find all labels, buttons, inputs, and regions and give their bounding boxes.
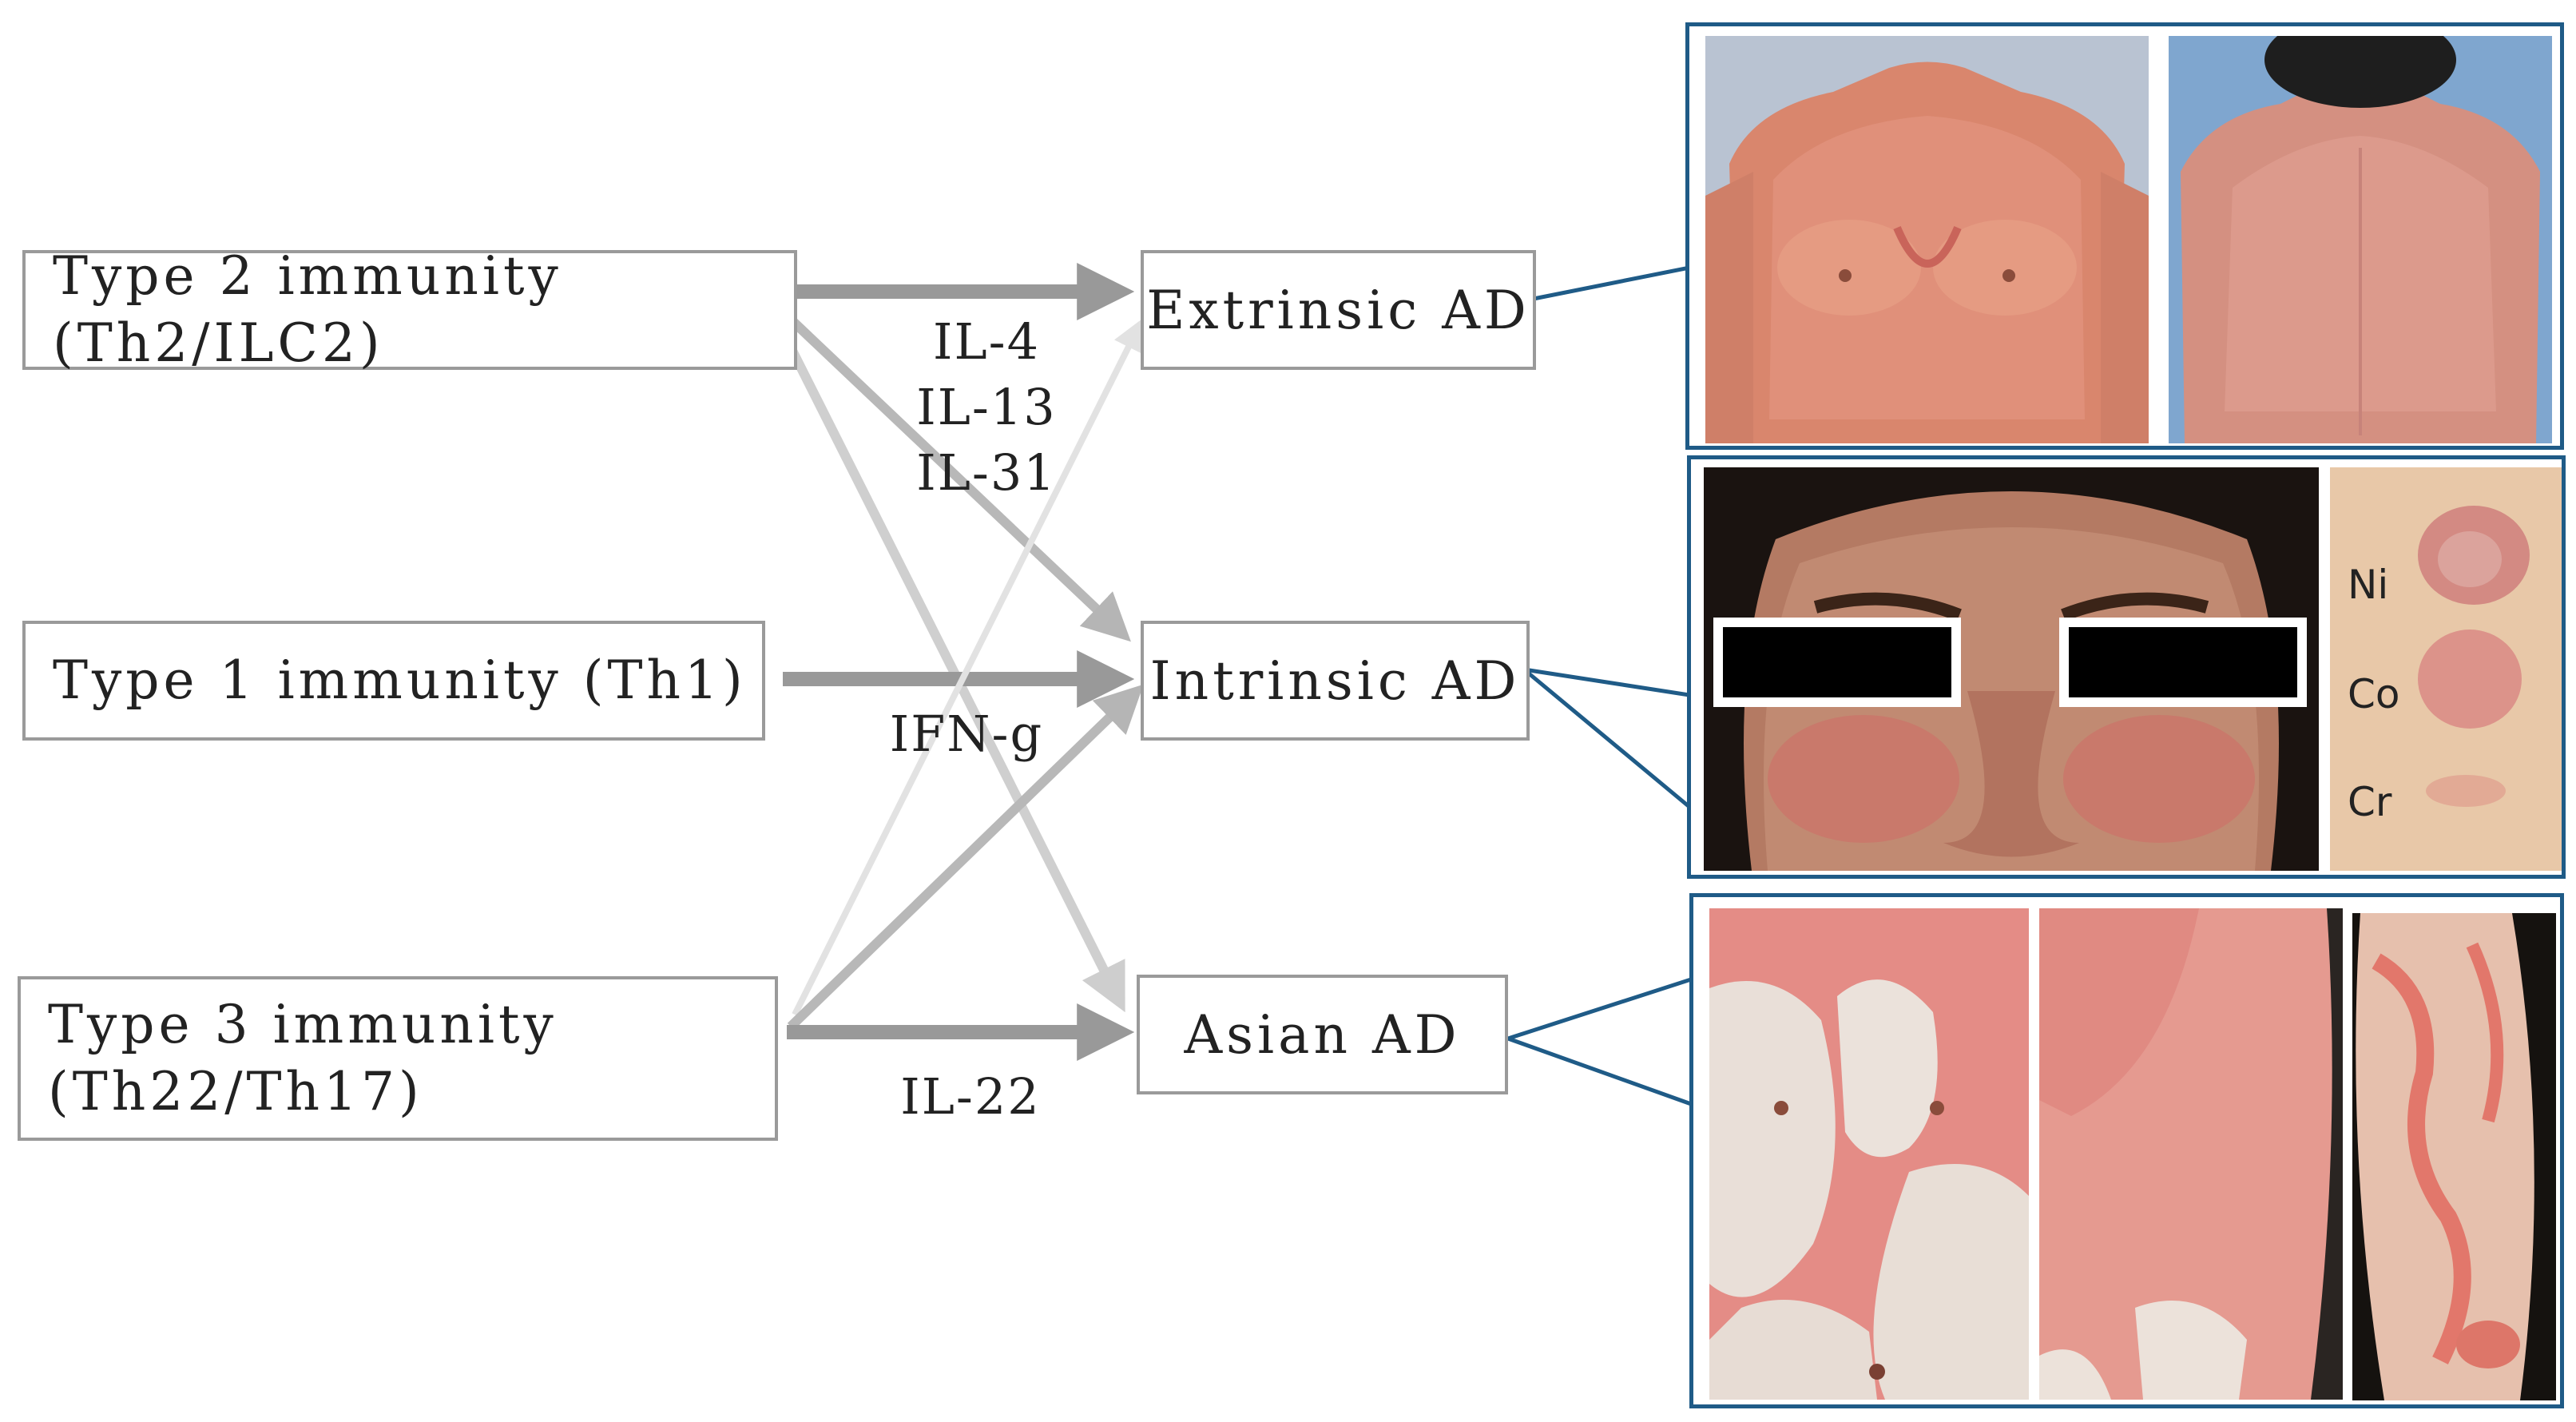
asian-photo-panel	[1689, 893, 2564, 1408]
cytokine-il31: IL-31	[916, 443, 1057, 502]
asian-ad-box: Asian AD	[1137, 975, 1508, 1094]
chest-photo-image	[1705, 36, 2149, 443]
type3-immunity-line2: (Th22/Th17)	[48, 1061, 423, 1122]
callout-asian-low	[1507, 1036, 1694, 1107]
back-lesion-photo	[2039, 908, 2343, 1400]
type2-immunity-box: Type 2 immunity (Th2/ILC2)	[22, 245, 797, 374]
patch-test-image	[2330, 467, 2562, 871]
arm-lesion-image	[2352, 913, 2556, 1400]
cytokine-ifng: IFN-g	[889, 705, 1044, 763]
type2-immunity-label: Type 2 immunity (Th2/ILC2)	[53, 244, 562, 374]
face-photo	[1704, 467, 2319, 871]
cytokine-il22: IL-22	[900, 1067, 1041, 1126]
arrow-type3-intrinsic	[787, 684, 1144, 1031]
patch-label-cr: Cr	[2348, 779, 2392, 825]
arm-lesion-photo	[2352, 913, 2556, 1400]
callout-extrinsic	[1529, 264, 1692, 447]
back-photo	[2169, 36, 2552, 443]
patch-test-photo: Ni Co Cr	[2330, 467, 2562, 871]
eye-censor-bar-left	[1713, 618, 1961, 707]
patch-label-co: Co	[2348, 671, 2400, 717]
type1-immunity-label: Type 1 immunity (Th1)	[53, 649, 747, 711]
arrow-type3-extrinsic	[792, 318, 1143, 1016]
trunk-front-photo	[1709, 908, 2029, 1400]
extrinsic-ad-box: Extrinsic AD	[1141, 250, 1536, 370]
extrinsic-ad-label: Extrinsic AD	[1146, 279, 1530, 341]
patch-label-ni: Ni	[2348, 562, 2389, 608]
back-photo-image	[2169, 36, 2552, 443]
callout-intrinsic-low	[1522, 668, 1691, 808]
cytokine-il13: IL-13	[916, 377, 1057, 436]
type3-immunity-box: Type 3 immunity (Th22/Th17)	[18, 976, 778, 1141]
type1-immunity-box: Type 1 immunity (Th1)	[22, 621, 765, 741]
intrinsic-photo-panel: Ni Co Cr	[1687, 455, 2566, 879]
cytokine-il4: IL-4	[932, 312, 1041, 371]
type3-immunity-label: Type 3 immunity (Th22/Th17)	[21, 991, 558, 1126]
trunk-front-image	[1709, 908, 2029, 1400]
eye-censor-bar-right	[2059, 618, 2307, 707]
asian-ad-label: Asian AD	[1184, 1003, 1461, 1066]
cytokines-type2: IL-4 IL-13 IL-31	[907, 309, 1066, 505]
callout-asian	[1507, 975, 1696, 1105]
arrow-type2-asian	[778, 329, 1125, 1013]
arrow-type2-intrinsic	[783, 312, 1131, 642]
type3-immunity-line1: Type 3 immunity	[48, 993, 558, 1055]
back-lesion-image	[2039, 908, 2343, 1400]
intrinsic-ad-box: Intrinsic AD	[1141, 621, 1530, 741]
chest-photo	[1705, 36, 2149, 443]
extrinsic-photo-panel	[1685, 22, 2564, 450]
intrinsic-ad-label: Intrinsic AD	[1149, 649, 1521, 712]
